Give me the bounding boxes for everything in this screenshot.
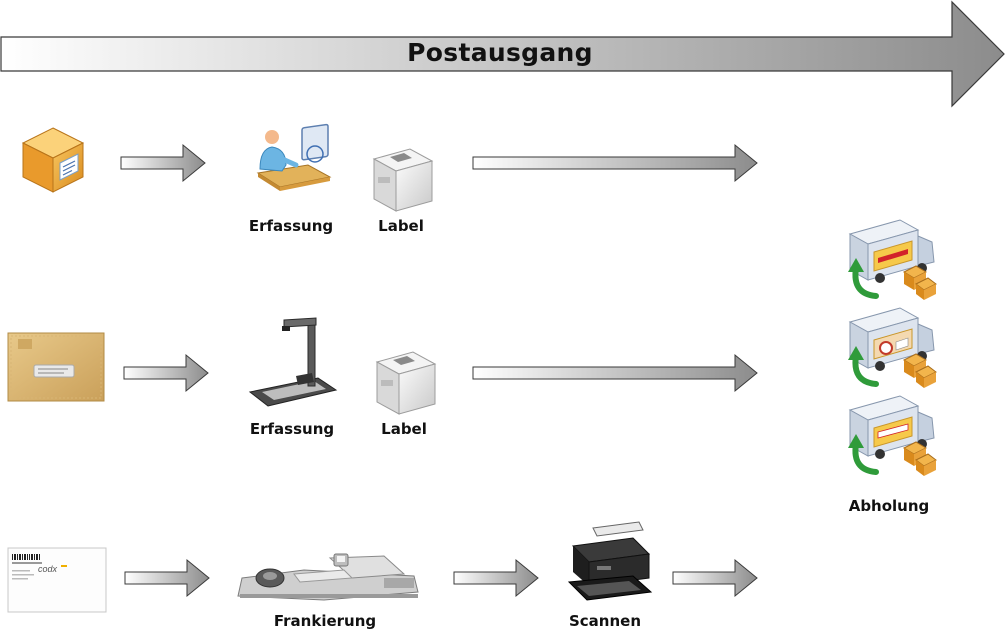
document-scanner-icon <box>567 521 653 601</box>
destination-label: Abholung <box>848 497 930 515</box>
step-label: Label <box>381 420 427 438</box>
page-title: Postausgang <box>407 37 593 67</box>
franking-machine-icon <box>237 553 419 601</box>
package-icon <box>21 127 85 193</box>
delivery-truck-icon <box>848 395 937 476</box>
document-camera-icon <box>248 317 338 407</box>
flow-arrow <box>453 558 539 598</box>
step-label: Scannen <box>568 612 642 630</box>
flow-arrow <box>123 353 209 393</box>
delivery-truck-icon <box>848 219 937 300</box>
padded-envelope-icon <box>7 332 105 402</box>
label-printer-icon <box>375 351 437 415</box>
letter-icon: codx <box>7 547 107 613</box>
brand-text: codx <box>38 564 58 574</box>
delivery-truck-icon <box>848 307 937 388</box>
label-printer-icon <box>372 148 434 212</box>
flow-arrow <box>120 143 206 183</box>
process-header-arrow <box>0 0 1005 108</box>
step-label: Label <box>378 217 424 235</box>
person-at-desk-icon <box>256 123 332 191</box>
flow-arrow <box>672 558 758 598</box>
flow-arrow <box>124 558 210 598</box>
flow-arrow <box>472 143 758 183</box>
step-label: Frankierung <box>273 612 377 630</box>
step-label: Erfassung <box>248 217 334 235</box>
step-label: Erfassung <box>249 420 335 438</box>
flow-arrow <box>472 353 758 393</box>
